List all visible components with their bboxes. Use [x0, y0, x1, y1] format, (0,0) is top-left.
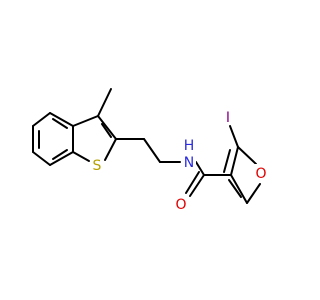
bond-double [185, 171, 200, 194]
bond [195, 161, 205, 176]
nitrogen-atom-label: N [184, 155, 194, 171]
bond [32, 151, 51, 166]
bond-double [101, 123, 112, 138]
furan-ring [203, 146, 261, 204]
bond [104, 138, 117, 161]
amide-hydrogen-label: H [184, 138, 195, 154]
methyl-bond [97, 88, 112, 117]
thiophene-ring [72, 115, 117, 162]
bond-double [228, 179, 242, 198]
label-bg [254, 164, 268, 182]
sulfur-atom-label: S [93, 158, 102, 174]
bond [189, 174, 205, 197]
label-bg [90, 158, 104, 174]
bond [246, 183, 261, 204]
bond-double [223, 149, 231, 173]
bond [143, 138, 161, 163]
bond [72, 151, 90, 162]
bond [72, 115, 99, 127]
iodine-bond [229, 125, 239, 148]
bond [237, 146, 257, 165]
structure-diagram: S N H I O O [32, 88, 268, 213]
bond [97, 115, 117, 140]
bond [230, 174, 248, 204]
bond [32, 112, 51, 127]
carbonyl-oxygen-label: O [175, 197, 186, 213]
label-bg [182, 154, 196, 172]
bond [49, 151, 74, 166]
furan-oxygen-label: O [255, 166, 266, 182]
benzene-ring [32, 112, 74, 166]
bond-double [52, 118, 68, 129]
bond-double [52, 149, 68, 160]
iodine-atom-label: I [226, 110, 230, 126]
bond [49, 112, 74, 127]
molecule-canvas: S N H I O O [32, 88, 268, 213]
bond [230, 146, 239, 176]
